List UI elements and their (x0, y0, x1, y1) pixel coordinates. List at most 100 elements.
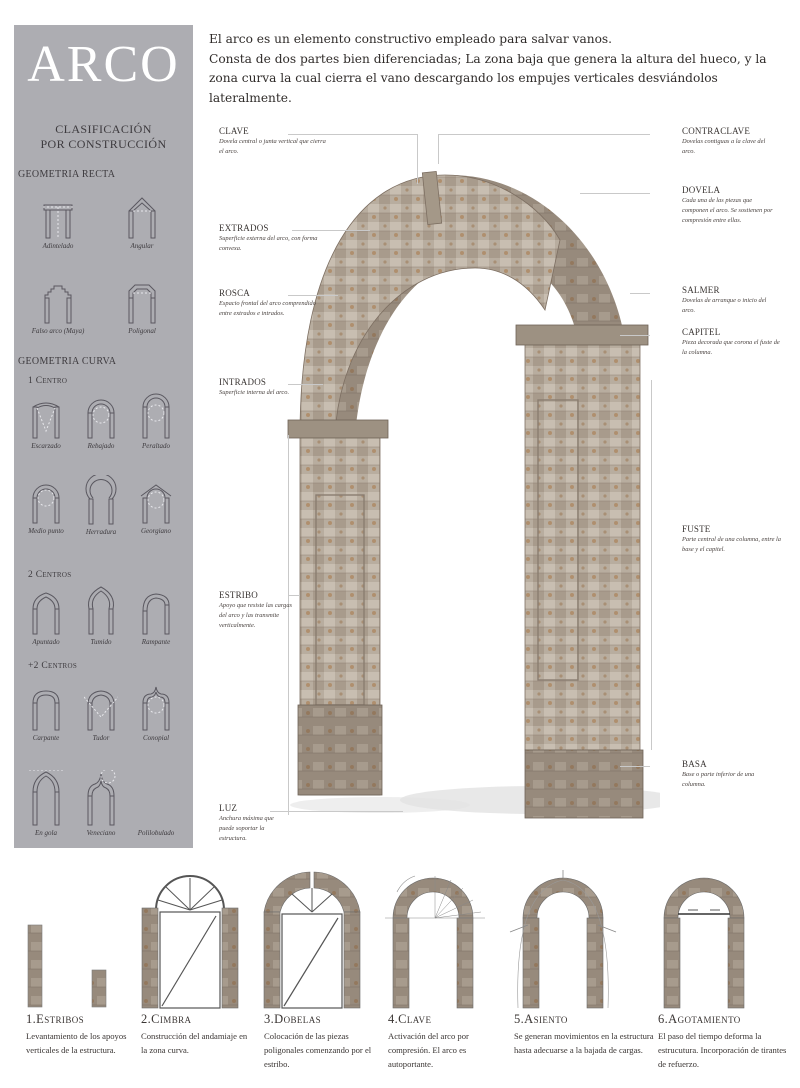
georgiano-icon (140, 484, 172, 524)
leader-dovela (580, 193, 650, 194)
step-title: 1.Estribos (26, 1012, 85, 1026)
step-3: 3.Dobelas Colocación de las piezas polig… (264, 1012, 389, 1071)
step-5: 5.Asiento Se generan movimientos en la e… (514, 1012, 654, 1057)
step-6-figure (663, 877, 745, 1009)
label-polilobulado: Polilobulado (137, 829, 175, 837)
part-basa: BASA Base o parte inferior de una column… (682, 759, 772, 790)
adintelado-icon (43, 204, 74, 239)
heading-line-2: POR CONSTRUCCIÓN (40, 137, 167, 151)
group-mas-2-centros: +2 Centros (28, 661, 78, 671)
leader-contraclave-vertical (438, 134, 439, 164)
rampante-icon (142, 593, 170, 635)
arch-tudor: Tudor (71, 687, 131, 742)
part-name: DOVELA (682, 185, 721, 195)
arch-en-gola: En gola (16, 770, 76, 837)
arch-polilobulado: Polilobulado (126, 826, 186, 837)
label-herradura: Herradura (85, 528, 117, 536)
part-dovela: DOVELA Cada una de las piezas que compon… (682, 185, 774, 225)
arch-rebajado: Rebajado (71, 395, 131, 450)
step-title: 3.Dobelas (264, 1012, 322, 1026)
step-title: 5.Asiento (514, 1012, 568, 1026)
part-clave: CLAVE Dovela central o junta vertical qu… (219, 126, 329, 157)
step-desc: Activación del arco por compresión. El a… (388, 1031, 469, 1069)
part-desc: Pieza decorada que corona el fuste de la… (682, 339, 780, 356)
label-tumido: Tumido (90, 638, 112, 646)
part-extrados: EXTRADOS Superficie externa del arco, co… (219, 223, 329, 254)
apuntado-icon (32, 592, 60, 635)
label-adintelado: Adintelado (42, 242, 74, 250)
label-angular: Angular (130, 242, 154, 250)
label-en-gola: En gola (35, 829, 57, 837)
veneciano-icon (87, 770, 116, 826)
arch-escarzado: Escarzado (16, 395, 76, 450)
leader-clave-vertical (417, 134, 418, 184)
main-arch-illustration (287, 170, 660, 819)
part-desc: Dovelas contiguas a la clave del arco. (682, 138, 766, 155)
step-4-figure (385, 875, 485, 1009)
part-name: INTRADOS (219, 377, 267, 387)
step-6: 6.Agotamiento El paso del tiempo deforma… (658, 1012, 793, 1071)
step-2-figure (141, 875, 239, 1009)
leader-estribo-vertical (288, 435, 289, 815)
arch-herradura: Herradura (71, 475, 131, 536)
conopial-icon (142, 686, 170, 731)
group-1-centro: 1 Centro (28, 376, 68, 386)
label-peraltado: Peraltado (142, 442, 170, 450)
arch-poligonal: Poligonal (112, 280, 172, 335)
step-title: 2.Cimbra (141, 1012, 192, 1026)
part-contraclave: CONTRACLAVE Dovelas contiguas a la clave… (682, 126, 777, 157)
part-name: FUSTE (682, 524, 711, 534)
arch-angular: Angular (112, 195, 172, 250)
herradura-icon (85, 475, 117, 525)
tudor-icon (84, 690, 118, 731)
label-poligonal: Poligonal (128, 327, 156, 335)
part-desc: Superficie interna del arco. (219, 389, 290, 396)
medio-punto-icon (32, 484, 60, 524)
step-desc: Se generan movimientos en la estructura … (514, 1031, 654, 1055)
leader-salmer (630, 293, 650, 294)
classification-heading: CLASIFICACIÓN POR CONSTRUCCIÓN (14, 122, 193, 152)
arch-adintelado: Adintelado (28, 195, 88, 250)
label-rampante: Rampante (141, 638, 171, 646)
part-name: CLAVE (219, 126, 249, 136)
rebajado-icon (87, 399, 115, 439)
part-name: ESTRIBO (219, 590, 258, 600)
part-name: EXTRADOS (219, 223, 269, 233)
part-name: BASA (682, 759, 707, 769)
step-2: 2.Cimbra Construcción del andamiaje en l… (141, 1012, 251, 1057)
step-desc: Colocación de las piezas poligonales com… (264, 1031, 372, 1069)
arch-peraltado: Peraltado (126, 391, 186, 450)
arch-carpante: Carpante (16, 687, 76, 742)
falso-arco-icon (44, 285, 72, 324)
step-1: 1.Estribos Levantamiento de los apoyos v… (26, 1012, 151, 1057)
step-desc: Construcción del andamiaje en la zona cu… (141, 1031, 248, 1055)
leader-estribo (288, 595, 300, 596)
label-veneciano: Veneciano (86, 829, 116, 837)
arch-conopial: Conopial (126, 685, 186, 742)
part-intrados: INTRADOS Superficie interna del arco. (219, 377, 329, 398)
leader-capitel (620, 335, 650, 336)
leader-fuste-vertical (651, 380, 652, 750)
part-desc: Cada una de las piezas que componen el a… (682, 197, 773, 224)
part-desc: Apoyo que resiste las cargas del arco y … (219, 602, 293, 629)
heading-line-1: CLASIFICACIÓN (55, 122, 152, 136)
part-desc: Dovela central o junta vertical que cier… (219, 138, 326, 155)
label-falso-arco: Falso arco (Maya) (31, 327, 85, 335)
leader-extrados (292, 230, 370, 231)
poster-title: ARCO (27, 36, 180, 93)
part-name: LUZ (219, 803, 238, 813)
step-desc: El paso del tiempo deforma la estrucutur… (658, 1031, 787, 1069)
leader-luz (270, 811, 403, 812)
arch-georgiano: Georgiano (126, 480, 186, 535)
step-5-figure (509, 870, 617, 1009)
part-desc: Parte central de una columna, entre la b… (682, 536, 781, 553)
part-fuste: FUSTE Parte central de una columna, entr… (682, 524, 782, 555)
angular-icon (128, 197, 156, 239)
step-4: 4.Clave Activación del arco por compresi… (388, 1012, 513, 1071)
label-escarzado: Escarzado (31, 442, 61, 450)
arch-apuntado: Apuntado (16, 591, 76, 646)
part-capitel: CAPITEL Pieza decorada que corona el fus… (682, 327, 782, 358)
step-desc: Levantamiento de los apoyos verticales d… (26, 1031, 127, 1055)
label-carpante: Carpante (32, 734, 60, 742)
arch-rampante: Rampante (126, 591, 186, 646)
